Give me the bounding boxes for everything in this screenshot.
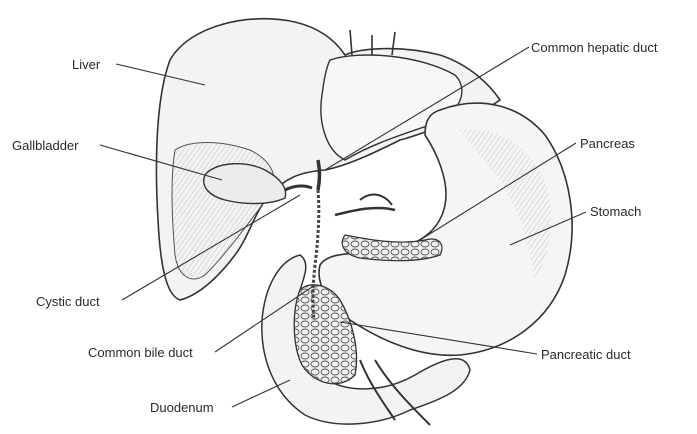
label-liver: Liver [72,58,100,71]
pancreatic-duct-branch [335,208,395,215]
common-hepatic-duct [318,160,320,190]
label-stomach: Stomach [590,205,641,218]
label-pancreatic-duct: Pancreatic duct [541,348,631,361]
label-duodenum: Duodenum [150,401,214,414]
cystic-duct [285,186,312,190]
label-common-hepatic-duct: Common hepatic duct [531,41,657,54]
pancreatic-duct-branch-2 [360,195,392,205]
label-gallbladder: Gallbladder [12,139,79,152]
label-common-bile-duct: Common bile duct [88,346,193,359]
leader-duodenum [232,380,290,407]
label-cystic-duct: Cystic duct [36,295,100,308]
label-pancreas: Pancreas [580,137,635,150]
